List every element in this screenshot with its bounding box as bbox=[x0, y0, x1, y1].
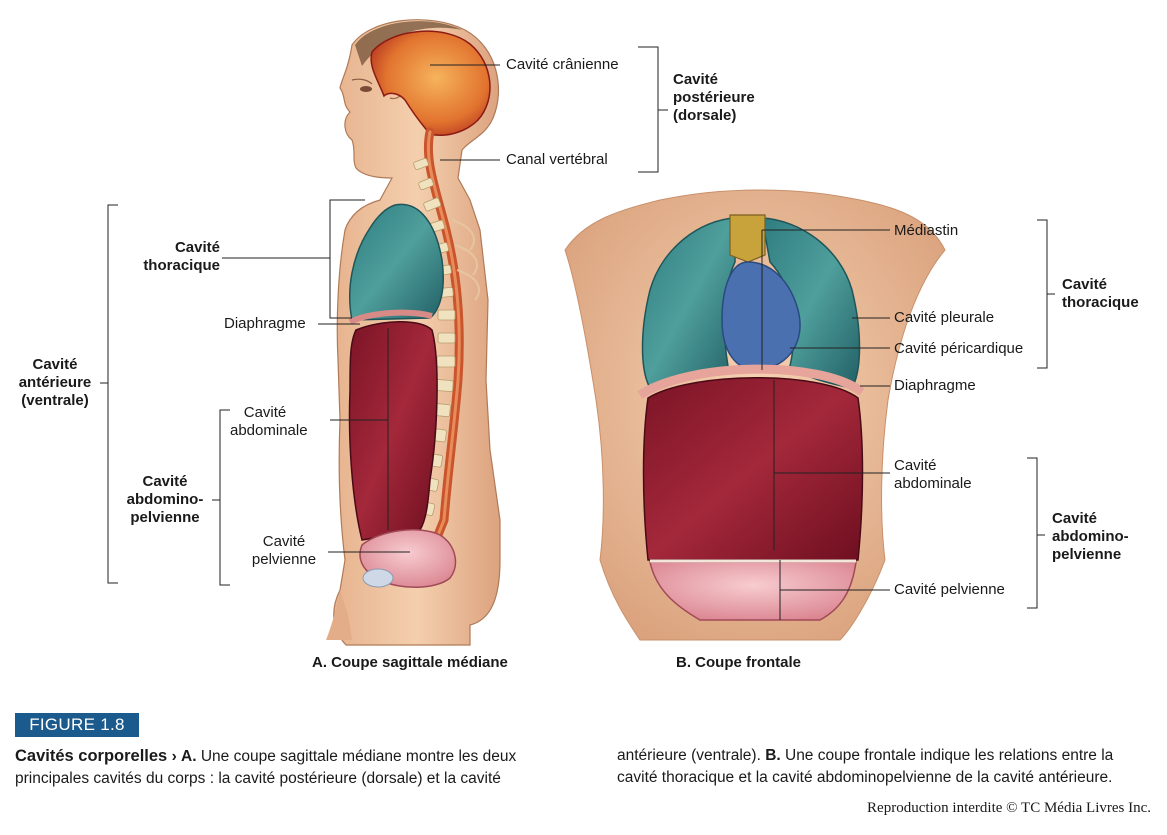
panel-a-caption: A. Coupe sagittale médiane bbox=[312, 654, 508, 671]
frontal-torso bbox=[564, 189, 946, 641]
thoracic-cavity-a bbox=[349, 203, 444, 321]
abdominal-cavity-b bbox=[642, 377, 864, 561]
label-abdominal-cavity-a: Cavité abdominale bbox=[230, 404, 308, 439]
label-pleural-cavity: Cavité pleurale bbox=[894, 309, 995, 326]
caption-text-2b: Une coupe frontale indique les relations… bbox=[617, 747, 1114, 786]
label-pelvic-cavity-a: Cavité pelvienne bbox=[251, 533, 317, 568]
label-abdominopelvic-cavity-a: Cavité abdomino- pelvienne bbox=[126, 473, 204, 526]
label-thoracic-cavity-b: Cavité thoracique bbox=[1062, 276, 1139, 311]
figure-badge: FIGURE 1.8 bbox=[15, 713, 139, 737]
caption-title: Cavités corporelles bbox=[15, 747, 168, 765]
label-abdominopelvic-cavity-b: Cavité abdomino- pelvienne bbox=[1052, 510, 1129, 563]
caption-b-label: B. bbox=[765, 747, 781, 764]
caption-column-1: Cavités corporelles › A. Une coupe sagit… bbox=[15, 745, 585, 790]
caption-a-label: A. bbox=[181, 748, 197, 765]
cranial-cavity bbox=[370, 30, 491, 136]
panel-a-leaders bbox=[100, 46, 668, 586]
anatomy-illustration bbox=[100, 19, 1055, 646]
caption-column-2: antérieure (ventrale). B. Une coupe fron… bbox=[617, 745, 1157, 789]
label-posterior-cavity: Cavité postérieure (dorsale) bbox=[673, 71, 755, 124]
diaphragm-a bbox=[348, 309, 433, 325]
label-diaphragm-b: Diaphragme bbox=[894, 377, 976, 394]
label-pelvic-cavity-b: Cavité pelvienne bbox=[894, 581, 1005, 598]
diaphragm-b bbox=[637, 364, 865, 399]
label-anterior-cavity: Cavité antérieure (ventrale) bbox=[18, 356, 92, 409]
caption-text-1: Une coupe sagittale médiane montre les d… bbox=[15, 748, 517, 787]
label-cranial-cavity: Cavité crânienne bbox=[506, 56, 619, 73]
caption-text-2a: antérieure (ventrale). bbox=[617, 747, 766, 764]
panel-b-leaders bbox=[761, 219, 1055, 620]
label-thoracic-cavity-a: Cavité thoracique bbox=[143, 239, 220, 274]
abdominal-cavity-a bbox=[348, 321, 438, 541]
label-pericardial-cavity: Cavité péricardique bbox=[894, 340, 1024, 357]
label-diaphragm-a: Diaphragme bbox=[224, 315, 306, 332]
panel-b-caption: B. Coupe frontale bbox=[676, 654, 802, 671]
pelvic-cavity-b bbox=[649, 561, 857, 621]
copyright-credit: Reproduction interdite © TC Média Livres… bbox=[867, 800, 1151, 816]
caption-arrow-icon: › bbox=[171, 748, 177, 765]
label-vertebral-canal: Canal vertébral bbox=[506, 151, 608, 168]
label-abdominal-cavity-b: Cavité abdominale bbox=[894, 457, 972, 492]
pubic-bone bbox=[362, 568, 394, 588]
mediastinum bbox=[729, 214, 766, 263]
eye-icon bbox=[360, 86, 372, 92]
sagittal-body bbox=[326, 19, 501, 646]
label-mediastinum: Médiastin bbox=[894, 222, 959, 239]
